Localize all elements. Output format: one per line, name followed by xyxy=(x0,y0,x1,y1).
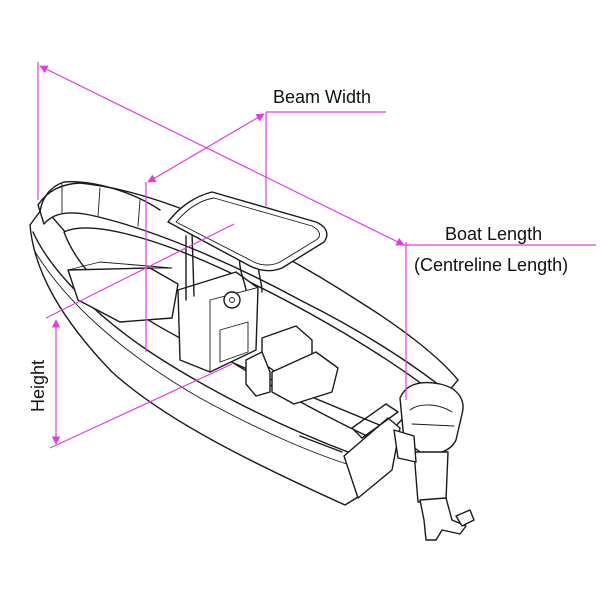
outboard-cowling-detail xyxy=(409,404,455,427)
hull-stripe xyxy=(299,435,343,453)
outboard-lower-unit xyxy=(419,497,467,541)
beam-dimension-line xyxy=(147,113,265,183)
outboard-bracket xyxy=(393,429,417,463)
height-extension-top xyxy=(45,223,235,319)
centreline-length-label: (Centreline Length) xyxy=(414,255,568,275)
boat-drawing xyxy=(29,181,475,541)
bow-seat-top xyxy=(67,261,173,271)
height-label: Height xyxy=(28,360,48,412)
height-extension-bottom xyxy=(49,363,233,449)
rear-seat-cushion xyxy=(271,351,339,405)
hull-chine-line xyxy=(33,249,361,469)
hull-rub-rail xyxy=(32,231,349,453)
outboard-midsection xyxy=(413,451,449,503)
propeller-icon xyxy=(455,509,475,527)
stern-cap xyxy=(351,403,399,439)
steering-hub xyxy=(229,297,235,303)
rear-seat-box xyxy=(245,351,271,397)
beam-width-label: Beam Width xyxy=(273,87,371,107)
dimension-lines xyxy=(37,62,596,449)
boat-length-label: Boat Length xyxy=(445,224,542,244)
steering-wheel-icon xyxy=(223,291,241,309)
